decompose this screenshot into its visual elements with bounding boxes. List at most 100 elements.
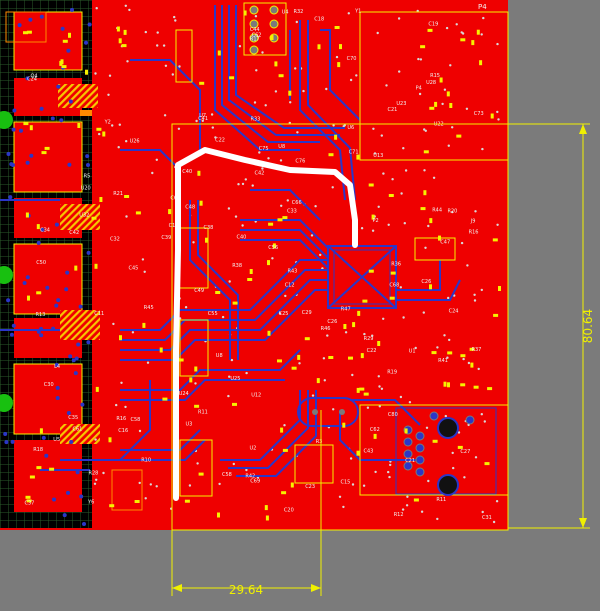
via bbox=[74, 356, 79, 361]
via bbox=[3, 432, 8, 436]
via bbox=[474, 456, 478, 459]
smd-pad bbox=[159, 347, 163, 353]
silkscreen-label: C58 bbox=[222, 472, 232, 478]
silkscreen-label: C62 bbox=[252, 32, 262, 38]
silkscreen-label: U3 bbox=[186, 422, 193, 428]
silkscreen-label: C26 bbox=[327, 319, 337, 325]
smd-pad bbox=[439, 77, 443, 83]
silkscreen-label: C70 bbox=[347, 56, 357, 62]
via bbox=[480, 413, 483, 416]
silkscreen-label: C20 bbox=[284, 508, 294, 514]
via bbox=[144, 30, 147, 34]
silkscreen-label: C34 bbox=[40, 228, 50, 234]
smd-pad bbox=[119, 335, 122, 341]
via bbox=[432, 176, 436, 179]
smd-pad bbox=[27, 295, 30, 301]
vertical-dimension[interactable] bbox=[330, 123, 590, 529]
via bbox=[64, 287, 69, 292]
via bbox=[261, 51, 264, 54]
smd-pad bbox=[363, 392, 369, 396]
via bbox=[418, 92, 422, 96]
smd-pad bbox=[274, 61, 278, 67]
via bbox=[422, 311, 425, 314]
silkscreen-label: Q4 bbox=[31, 73, 38, 79]
silkscreen-label: C33 bbox=[287, 208, 297, 214]
via bbox=[298, 362, 301, 365]
smd-pad bbox=[197, 170, 201, 176]
smd-pad bbox=[388, 194, 394, 197]
selected-route-highlight[interactable] bbox=[173, 147, 358, 501]
via bbox=[377, 375, 380, 378]
via bbox=[196, 462, 199, 465]
via bbox=[54, 303, 59, 308]
via bbox=[177, 127, 181, 130]
via bbox=[314, 205, 317, 208]
via bbox=[402, 316, 405, 319]
silkscreen-label: C45 bbox=[129, 266, 139, 272]
via bbox=[94, 438, 97, 441]
smd-pad bbox=[60, 59, 64, 65]
via bbox=[477, 367, 480, 371]
smd-pad bbox=[328, 356, 334, 359]
silkscreen-label: C43 bbox=[364, 449, 374, 455]
silkscreen-label: C71 bbox=[349, 150, 359, 156]
via bbox=[94, 72, 97, 75]
via bbox=[351, 373, 354, 377]
smd-pad bbox=[23, 31, 28, 35]
via bbox=[82, 522, 86, 526]
via bbox=[448, 338, 451, 342]
silkscreen-label: R18 bbox=[33, 447, 43, 453]
smd-pad bbox=[342, 422, 346, 428]
smd-pad bbox=[268, 222, 274, 226]
silkscreen-label: C41 bbox=[198, 116, 208, 122]
silkscreen-label: U28 bbox=[426, 80, 436, 86]
smd-pad bbox=[62, 39, 68, 43]
via bbox=[389, 463, 392, 467]
silkscreen-label: C23 bbox=[305, 484, 315, 490]
via bbox=[156, 31, 159, 34]
smd-pad bbox=[249, 269, 253, 274]
via bbox=[143, 270, 146, 273]
via bbox=[424, 246, 427, 249]
via bbox=[323, 379, 326, 382]
smd-pad bbox=[282, 448, 288, 452]
via bbox=[11, 323, 16, 328]
via bbox=[397, 17, 401, 20]
smd-pad bbox=[460, 383, 466, 387]
smd-pad bbox=[469, 347, 475, 351]
via bbox=[56, 84, 61, 89]
silkscreen-label: C40 bbox=[237, 235, 247, 241]
smd-pad bbox=[390, 271, 396, 275]
horizontal-dimension[interactable] bbox=[171, 410, 322, 596]
via bbox=[380, 387, 384, 390]
smd-pad bbox=[26, 30, 32, 34]
via bbox=[455, 23, 458, 26]
via bbox=[124, 405, 127, 409]
silkscreen-label: R43 bbox=[288, 269, 298, 275]
smd-pad bbox=[368, 269, 374, 273]
smd-pad bbox=[343, 324, 347, 329]
silkscreen-label: U13 bbox=[373, 153, 383, 159]
via bbox=[39, 333, 44, 338]
smd-pad bbox=[194, 366, 198, 372]
via bbox=[371, 229, 375, 232]
via bbox=[201, 119, 204, 123]
via bbox=[120, 381, 123, 384]
smd-pad bbox=[498, 286, 501, 291]
via bbox=[496, 110, 499, 114]
smd-pad bbox=[420, 45, 426, 49]
crystal-y2 bbox=[297, 397, 359, 427]
via bbox=[9, 162, 14, 167]
connector-p4-label: P4 bbox=[478, 3, 487, 11]
silkscreen-label: R32 bbox=[294, 9, 304, 15]
silkscreen-label: U12 bbox=[251, 393, 261, 399]
silkscreen-label: C58 bbox=[131, 417, 141, 423]
via bbox=[294, 67, 297, 70]
silkscreen-label: U8 bbox=[278, 144, 285, 150]
smd-pad bbox=[432, 439, 438, 443]
via bbox=[382, 172, 385, 175]
via bbox=[244, 178, 247, 181]
via bbox=[286, 199, 289, 202]
